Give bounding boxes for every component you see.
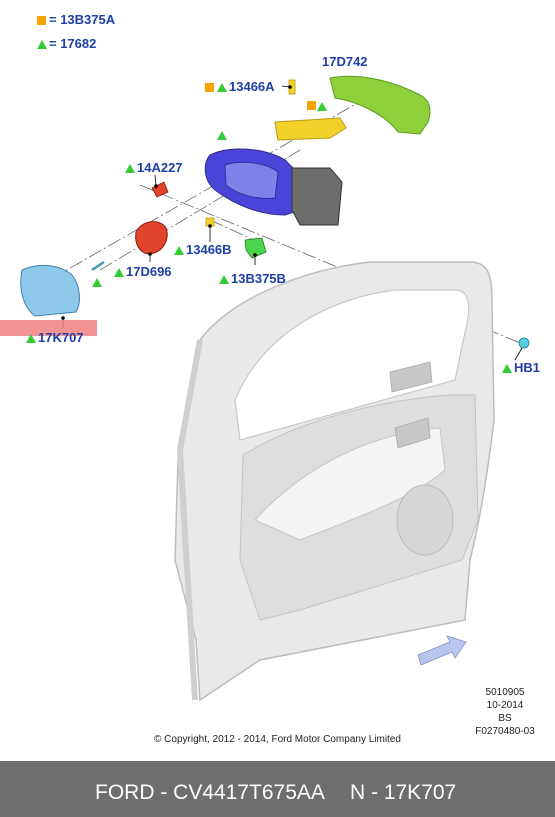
mirror-cap-part (329, 75, 431, 135)
hb1-clip-part (518, 337, 530, 349)
screw-part (91, 260, 105, 272)
triangle-icon (217, 83, 227, 92)
triangle-icon (125, 164, 135, 173)
part-label-13466b[interactable]: 13466B (174, 243, 232, 257)
housing-opening (224, 161, 279, 199)
part-number-footer: FORD - CV4417T675AA N - 17K707 (0, 761, 555, 817)
leader-dots (61, 85, 292, 320)
front-direction-arrow (417, 635, 467, 666)
triangle-icon (26, 334, 36, 343)
part-label-14a227[interactable]: 14A227 (125, 161, 183, 175)
diagram-date: 10-2014 (486, 700, 524, 711)
diagram-number: 5010905 (485, 687, 525, 698)
brand-part-number: FORD - CV4417T675AA (95, 781, 325, 804)
triangle-icon (502, 364, 512, 373)
diagram-ref: F0270480-03 (475, 726, 535, 737)
oem-part-number: N - 17K707 (350, 781, 457, 804)
square-icon (37, 16, 46, 25)
mirror-glass-part (20, 264, 80, 317)
part-label-17d696[interactable]: 17D696 (114, 265, 172, 279)
square-icon (205, 83, 214, 92)
part-label-13466a[interactable]: 13466A (205, 80, 275, 94)
selected-part-highlight (0, 320, 97, 336)
diagram-info: 5010905 10-2014 BS F0270480-03 (470, 686, 540, 738)
part-markers (92, 102, 327, 287)
green-clip-part (244, 237, 267, 259)
triangle-icon (174, 246, 184, 255)
part-label-17d742[interactable]: 17D742 (322, 54, 368, 69)
part-label-17k707[interactable]: 17K707 (26, 331, 84, 345)
legend-item-triangle: = 17682 (37, 37, 96, 51)
triangle-icon (219, 275, 229, 284)
part-label-hb1[interactable]: HB1 (502, 361, 540, 375)
mirror-base-part (291, 167, 343, 226)
side-lamp-part (151, 181, 169, 198)
bracket-part (274, 117, 347, 141)
door-frame (174, 261, 495, 702)
legend-item-square: = 13B375A (37, 13, 115, 27)
triangle-icon (114, 268, 124, 277)
part-label-13b375b[interactable]: 13B375B (219, 272, 286, 286)
diagram-code: BS (498, 713, 512, 724)
square-marker (307, 101, 316, 110)
triangle-icon (37, 40, 47, 49)
mirror-motor-part (135, 221, 168, 255)
copyright-text: © Copyright, 2012 - 2014, Ford Motor Com… (154, 734, 401, 745)
